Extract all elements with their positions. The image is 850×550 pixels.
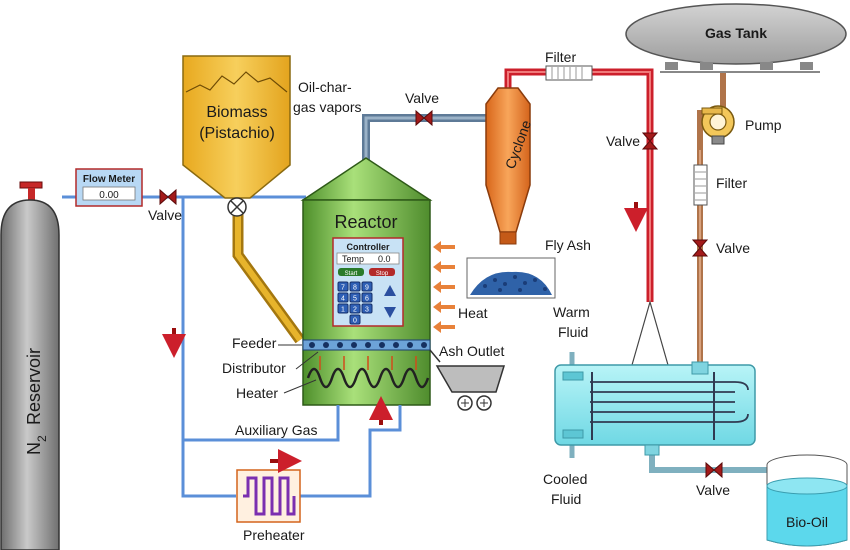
- cooled-fluid-label-2: Fluid: [551, 491, 581, 507]
- keypad-key-5[interactable]: [349, 292, 361, 303]
- valve-left-icon[interactable]: [159, 188, 177, 206]
- n2-reservoir-label: N 2 Reservoir: [24, 348, 49, 455]
- distributor-plate: [302, 339, 431, 351]
- reactor: [300, 157, 433, 406]
- preheater-label: Preheater: [243, 527, 305, 543]
- keypad-key-label: 8: [353, 285, 357, 292]
- feeder-chute: [232, 208, 305, 344]
- filter-top: [545, 65, 593, 81]
- valve-bottom-icon[interactable]: [705, 461, 723, 479]
- auxiliary-gas-label: Auxiliary Gas: [235, 422, 317, 438]
- keypad-key-label: 1: [341, 307, 345, 314]
- ash-outlet-cart: [429, 349, 506, 411]
- biomass-hopper: [182, 55, 291, 199]
- keypad-key-label: 2: [353, 307, 357, 314]
- valve-left-label: Valve: [148, 207, 182, 223]
- biomass-label-2: (Pistachio): [199, 125, 275, 142]
- bio-oil-label: Bio-Oil: [786, 514, 828, 530]
- keypad-key-3[interactable]: [361, 303, 373, 314]
- feeder-valve-icon[interactable]: [227, 197, 247, 217]
- condenser: [554, 299, 756, 456]
- preheater: [236, 469, 301, 523]
- valve-right2-label: Valve: [716, 240, 750, 256]
- svg-text:0.00: 0.00: [99, 190, 119, 201]
- cyclone: [485, 87, 531, 245]
- feeder-label: Feeder: [232, 335, 277, 351]
- bio-oil-container: [766, 454, 848, 547]
- svg-text:Reservoir: Reservoir: [24, 348, 44, 425]
- keypad-key-4[interactable]: [337, 292, 349, 303]
- distributor-label: Distributor: [222, 360, 286, 376]
- reactor-label: Reactor: [334, 212, 397, 232]
- fly-ash-label: Fly Ash: [545, 237, 591, 253]
- pump-label: Pump: [745, 117, 782, 133]
- valve-bottom-label: Valve: [696, 482, 730, 498]
- heat-label: Heat: [458, 305, 488, 321]
- filter-right: [693, 164, 708, 206]
- flow-meter: Flow Meter 0.00: [75, 168, 143, 207]
- keypad-key-0[interactable]: [349, 314, 361, 325]
- heat-rising-arrows: [319, 356, 417, 370]
- heat-arrows: [433, 241, 455, 333]
- valve-right-label: Valve: [606, 133, 640, 149]
- controller-temp-label: Temp: [342, 254, 364, 264]
- svg-text:Flow Meter: Flow Meter: [83, 174, 135, 185]
- keypad-key-label: 0: [353, 318, 357, 325]
- valve-right2-icon[interactable]: [691, 239, 709, 257]
- keypad-key-label: 6: [365, 296, 369, 303]
- n2-supply-pipe: [62, 195, 236, 498]
- svg-text:2: 2: [35, 435, 49, 442]
- n2-reservoir-cylinder: [0, 181, 60, 550]
- warm-fluid-label-1: Warm: [553, 304, 590, 320]
- keypad-key-6[interactable]: [361, 292, 373, 303]
- valve-right-icon[interactable]: [641, 132, 659, 150]
- filter-right-label: Filter: [716, 175, 747, 191]
- filter-top-label: Filter: [545, 49, 576, 65]
- bio-oil-pipe: [649, 452, 780, 473]
- biomass-label-1: Biomass: [206, 104, 267, 121]
- warm-fluid-label-2: Fluid: [558, 324, 588, 340]
- keypad-key-label: 4: [341, 296, 345, 303]
- keypad-key-1[interactable]: [337, 303, 349, 314]
- keypad-key-8[interactable]: [349, 281, 361, 292]
- cooled-fluid-label-1: Cooled: [543, 471, 587, 487]
- start-button-label: Start: [345, 271, 358, 277]
- oil-char-label-2: gas vapors: [293, 99, 361, 115]
- pump-icon[interactable]: [701, 105, 735, 145]
- heater-label: Heater: [236, 385, 278, 401]
- ash-outlet-label: Ash Outlet: [439, 343, 504, 359]
- svg-text:N: N: [24, 442, 44, 455]
- keypad[interactable]: 7 8 9 4 5 6 1 2 3 0: [337, 281, 373, 325]
- oil-char-label-1: Oil-char-: [298, 79, 352, 95]
- gas-tank-label: Gas Tank: [705, 25, 767, 41]
- stop-button-label: Stop: [376, 271, 389, 277]
- keypad-key-label: 3: [365, 307, 369, 314]
- keypad-key-7[interactable]: [337, 281, 349, 292]
- valve-top-icon[interactable]: [415, 109, 433, 127]
- gas-tank: [625, 3, 847, 65]
- start-button[interactable]: [338, 268, 364, 276]
- controller-temp-value: 0.0: [378, 254, 391, 264]
- keypad-key-2[interactable]: [349, 303, 361, 314]
- keypad-key-label: 7: [341, 285, 345, 292]
- keypad-key-label: 9: [365, 285, 369, 292]
- keypad-key-9[interactable]: [361, 281, 373, 292]
- keypad-key-label: 5: [353, 296, 357, 303]
- controller-title: Controller: [346, 242, 389, 252]
- stop-button[interactable]: [369, 268, 395, 276]
- fly-ash-container: [466, 257, 556, 299]
- controller-panel[interactable]: Controller Temp 0.0 Start Stop 7 8 9 4 5 6 1 2 3…: [332, 237, 404, 327]
- heater-coil: [306, 367, 430, 389]
- valve-top-label: Valve: [405, 90, 439, 106]
